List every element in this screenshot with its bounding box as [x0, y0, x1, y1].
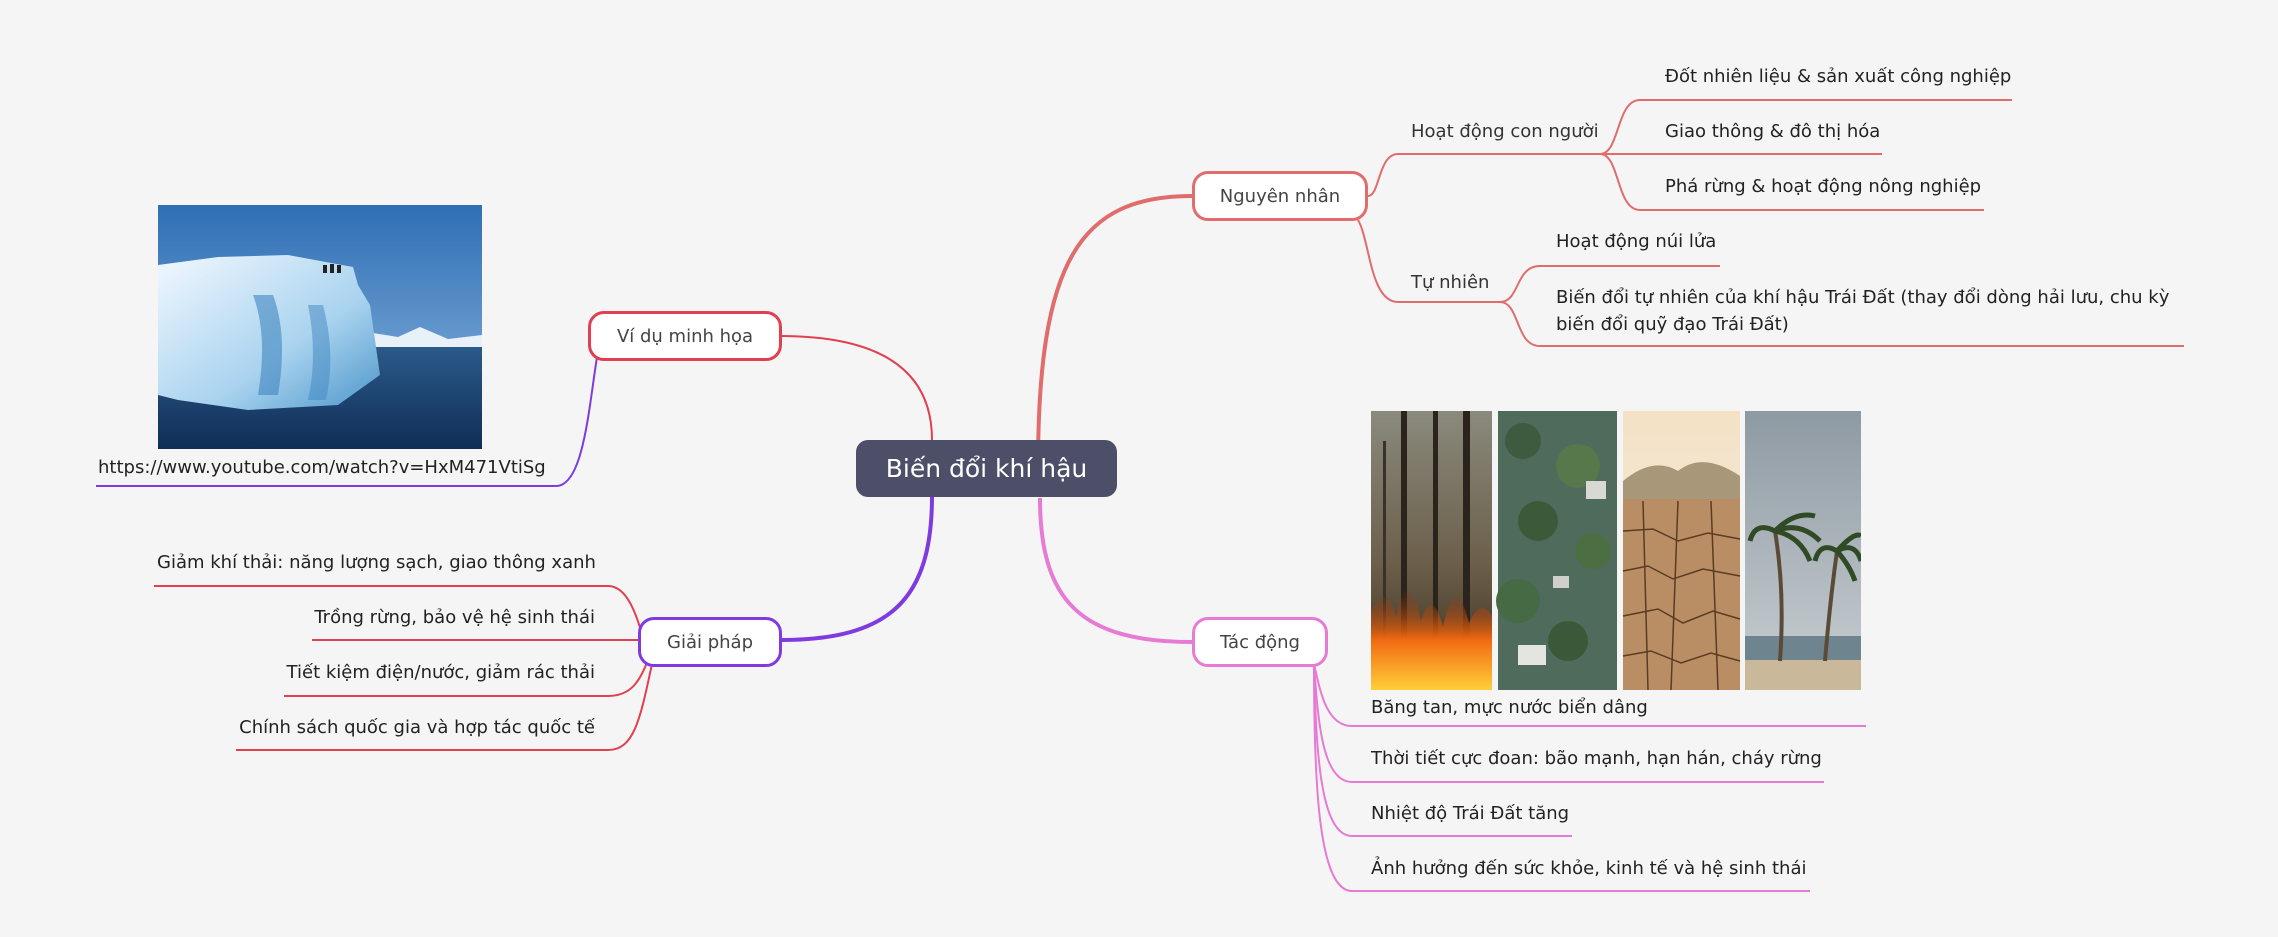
iceberg-image	[158, 205, 482, 449]
leaf-chinh-sach[interactable]: Chính sách quốc gia và hợp tác quốc tế	[157, 717, 595, 738]
leaf-bien-doi-tu-nhien[interactable]: Biến đổi tự nhiên của khí hậu Trái Đất (…	[1556, 284, 2206, 338]
forest-fire-image	[1371, 411, 1492, 690]
leaf-thoi-tiet-cuc-doan[interactable]: Thời tiết cực đoan: bão mạnh, hạn hán, c…	[1371, 748, 1822, 769]
flood-image	[1496, 411, 1617, 690]
leaf-anh-huong-suc-khoe[interactable]: Ảnh hưởng đến sức khỏe, kinh tế và hệ si…	[1371, 858, 1806, 879]
youtube-link[interactable]: https://www.youtube.com/watch?v=HxM471Vt…	[98, 457, 546, 478]
leaf-dot-nhien-lieu[interactable]: Đốt nhiên liệu & sản xuất công nghiệp	[1665, 66, 2011, 87]
drought-image	[1623, 411, 1740, 690]
leaf-trong-rung[interactable]: Trồng rừng, bảo vệ hệ sinh thái	[157, 607, 595, 628]
topic-nguyen-nhan[interactable]: Nguyên nhân	[1192, 171, 1368, 221]
leaf-tiet-kiem[interactable]: Tiết kiệm điện/nước, giảm rác thải	[157, 662, 595, 683]
leaf-giam-khi-thai[interactable]: Giảm khí thải: năng lượng sạch, giao thô…	[157, 552, 595, 573]
leaf-nui-lua[interactable]: Hoạt động núi lửa	[1556, 231, 1716, 252]
subtopic-tu-nhien[interactable]: Tự nhiên	[1411, 272, 1489, 293]
leaf-bang-tan[interactable]: Băng tan, mực nước biển dâng	[1371, 697, 1648, 718]
topic-giai-phap[interactable]: Giải pháp	[638, 617, 782, 667]
leaf-nhiet-do-tang[interactable]: Nhiệt độ Trái Đất tăng	[1371, 803, 1569, 824]
topic-vi-du-minh-hoa[interactable]: Ví dụ minh họa	[588, 311, 782, 361]
central-topic[interactable]: Biến đổi khí hậu	[856, 440, 1117, 497]
storm-image	[1745, 411, 1861, 690]
subtopic-hoat-dong-con-nguoi[interactable]: Hoạt động con người	[1411, 121, 1599, 142]
impact-image-strip	[1371, 411, 1861, 690]
topic-tac-dong[interactable]: Tác động	[1192, 617, 1328, 667]
leaf-pha-rung[interactable]: Phá rừng & hoạt động nông nghiệp	[1665, 176, 1981, 197]
leaf-giao-thong[interactable]: Giao thông & đô thị hóa	[1665, 121, 1880, 142]
